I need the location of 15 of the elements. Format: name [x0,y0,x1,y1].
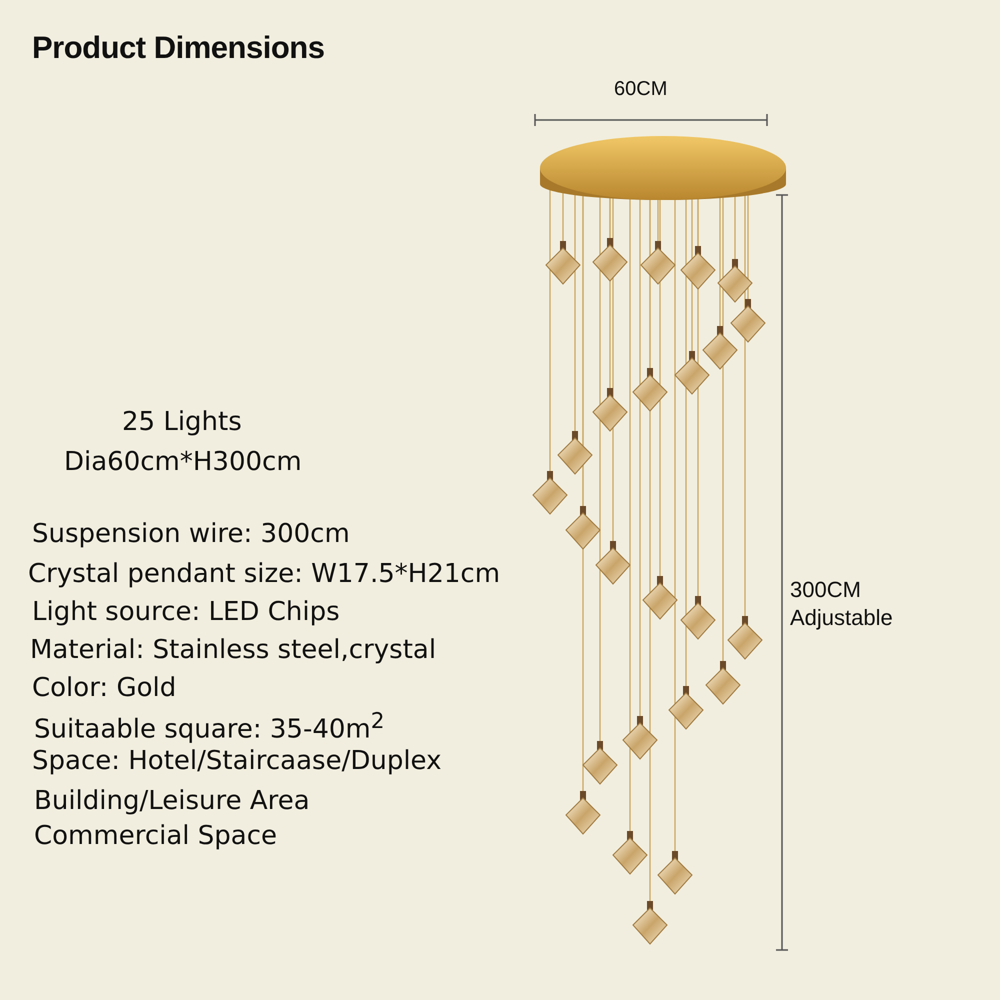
spec-text: Space: Hotel/Staircaase/Duplex [32,747,442,776]
spec-text: Light source: LED Chips [32,598,340,627]
spec-text: Crystal pendant size: W17.5*H21cm [28,560,500,589]
spec-heading: Dia60cm*H300cm [64,448,302,477]
spec-text: Building/Leisure Area [34,787,310,816]
spec-text: Color: Gold [32,674,176,703]
dimension-label: 300CM [790,578,861,602]
spec-text: Material: Stainless steel,crystal [30,636,436,665]
title: Product Dimensions [32,30,324,66]
spec-text: Commercial Space [34,822,278,851]
spec-text: Suitaable square: 35-40m$^{2}$ [34,710,385,744]
dimension-label: 60CM [614,78,668,100]
dimension-note: Adjustable [790,606,893,630]
spec-heading: 25 Lights [122,408,242,437]
spec-text: Suspension wire: 300cm [32,520,350,549]
